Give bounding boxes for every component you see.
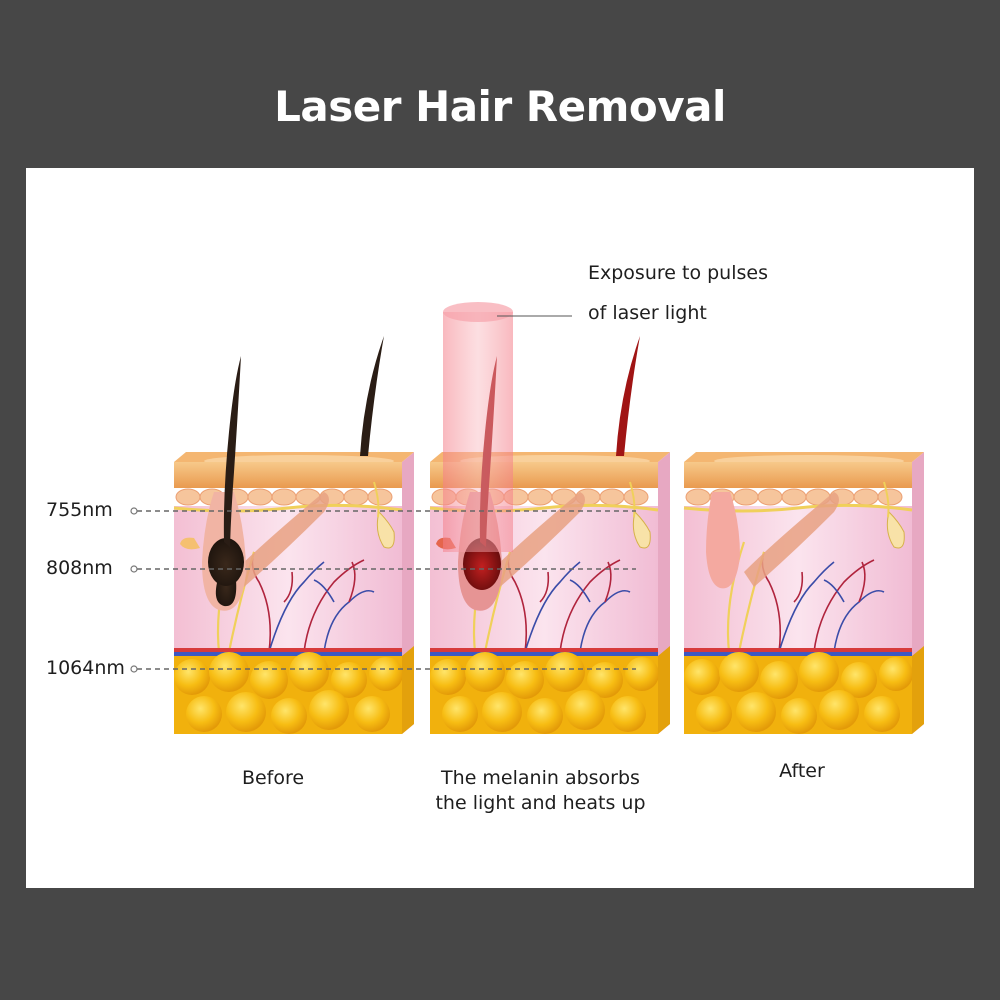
page-title: Laser Hair Removal	[274, 82, 726, 131]
caption-before: Before	[241, 767, 305, 789]
skin-block-before	[172, 336, 416, 736]
wavelength-755-label: 755nm	[46, 499, 113, 521]
depth-marker-1064	[130, 665, 138, 673]
laser-beam-icon	[443, 302, 513, 552]
skin-block-after	[682, 450, 926, 736]
depth-marker-808	[130, 565, 138, 573]
wavelength-1064-label: 1064nm	[46, 657, 125, 679]
caption-after: After	[779, 760, 825, 782]
caption-melanin: The melanin absorbs the light and heats …	[435, 767, 646, 814]
empty-follicle-icon	[706, 492, 740, 589]
callout-line-1: Exposure to pulses	[588, 262, 768, 284]
depth-marker-755	[130, 507, 138, 515]
callout-line-2: of laser light	[588, 302, 707, 324]
wavelength-808-label: 808nm	[46, 557, 113, 579]
